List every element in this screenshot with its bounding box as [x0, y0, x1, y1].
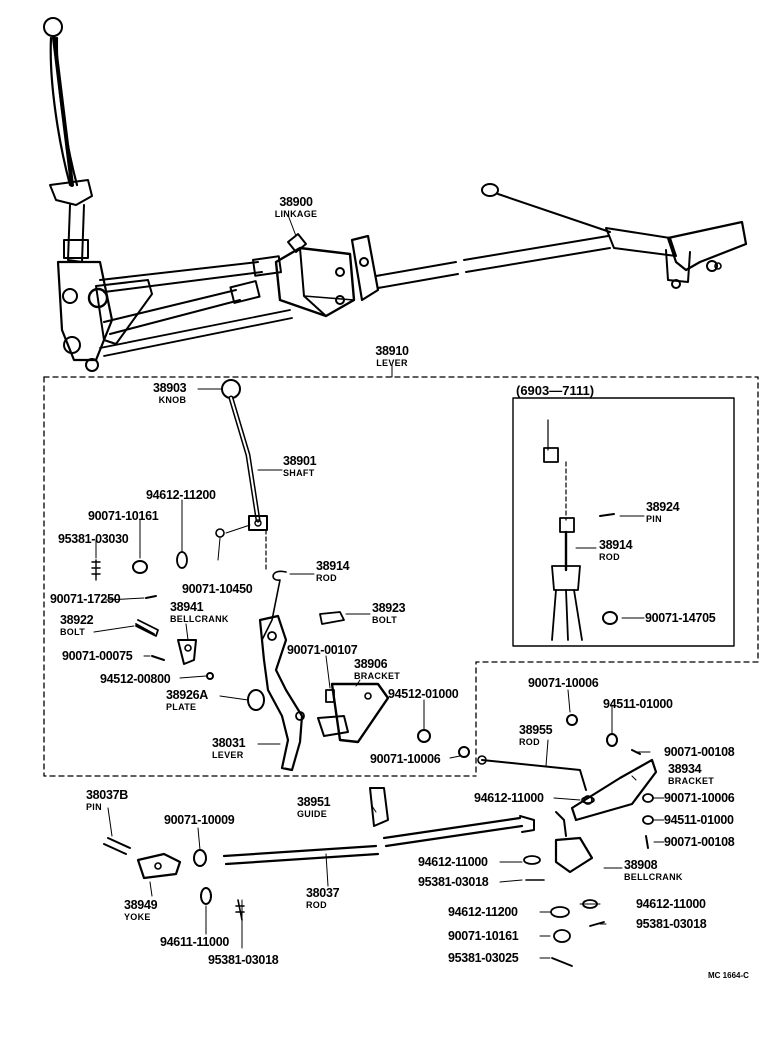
label-90071-14705: 90071-14705: [645, 611, 716, 625]
label-94612-11000-c: 94612-11000: [636, 897, 706, 911]
inset-drawing: [543, 419, 618, 641]
label-94512-01000: 94512-01000: [388, 687, 459, 701]
label-94512-00800: 94512-00800: [100, 672, 171, 686]
label-94612-11200-a: 94612-11200: [146, 488, 216, 502]
label-94612-11200-b: 94612-11200: [448, 905, 518, 919]
label-90071-10450: 90071-10450: [182, 582, 253, 596]
label-94612-11000-a: 94612-11000: [474, 791, 544, 805]
label-94612-11000-b: 94612-11000: [418, 855, 488, 869]
label-90071-10006-a: 90071-10006: [370, 752, 441, 766]
label-95381-03030: 95381-03030: [58, 532, 129, 546]
drawing-code: MC 1664-C: [708, 971, 749, 980]
label-90071-00075: 90071-00075: [62, 649, 133, 663]
label-95381-03018-b: 95381-03018: [636, 917, 707, 931]
top-knob-icon: [43, 17, 63, 37]
top-shift-assembly: [43, 17, 748, 372]
label-90071-00108-a: 90071-00108: [664, 745, 735, 759]
label-90071-10161-b: 90071-10161: [448, 929, 519, 943]
label-95381-03018-a: 95381-03018: [418, 875, 489, 889]
label-90071-17250: 90071-17250: [50, 592, 121, 606]
leader-lines: [93, 214, 665, 959]
lower-parts: [103, 714, 658, 967]
label-90071-00107-a: 90071-00107: [287, 643, 358, 657]
inset-box: [512, 397, 735, 647]
label-94611-11000: 94611-11000: [160, 935, 230, 949]
label-95381-03025: 95381-03025: [448, 951, 519, 965]
label-95381-03018-c: 95381-03018: [208, 953, 279, 967]
label-94511-01000-b: 94511-01000: [664, 813, 734, 827]
label-90071-10161-a: 90071-10161: [88, 509, 159, 523]
inset-title: (6903—7111): [516, 383, 595, 398]
knob-38903-icon: [221, 379, 241, 399]
label-90071-00108-b: 90071-00108: [664, 835, 735, 849]
label-90071-10009: 90071-10009: [164, 813, 235, 827]
label-90071-10006-b: 90071-10006: [528, 676, 599, 690]
label-90071-10006-c: 90071-10006: [664, 791, 735, 805]
label-94511-01000-a: 94511-01000: [603, 697, 673, 711]
lever-assembly-box: [43, 364, 759, 777]
lever-parts: [91, 379, 470, 772]
